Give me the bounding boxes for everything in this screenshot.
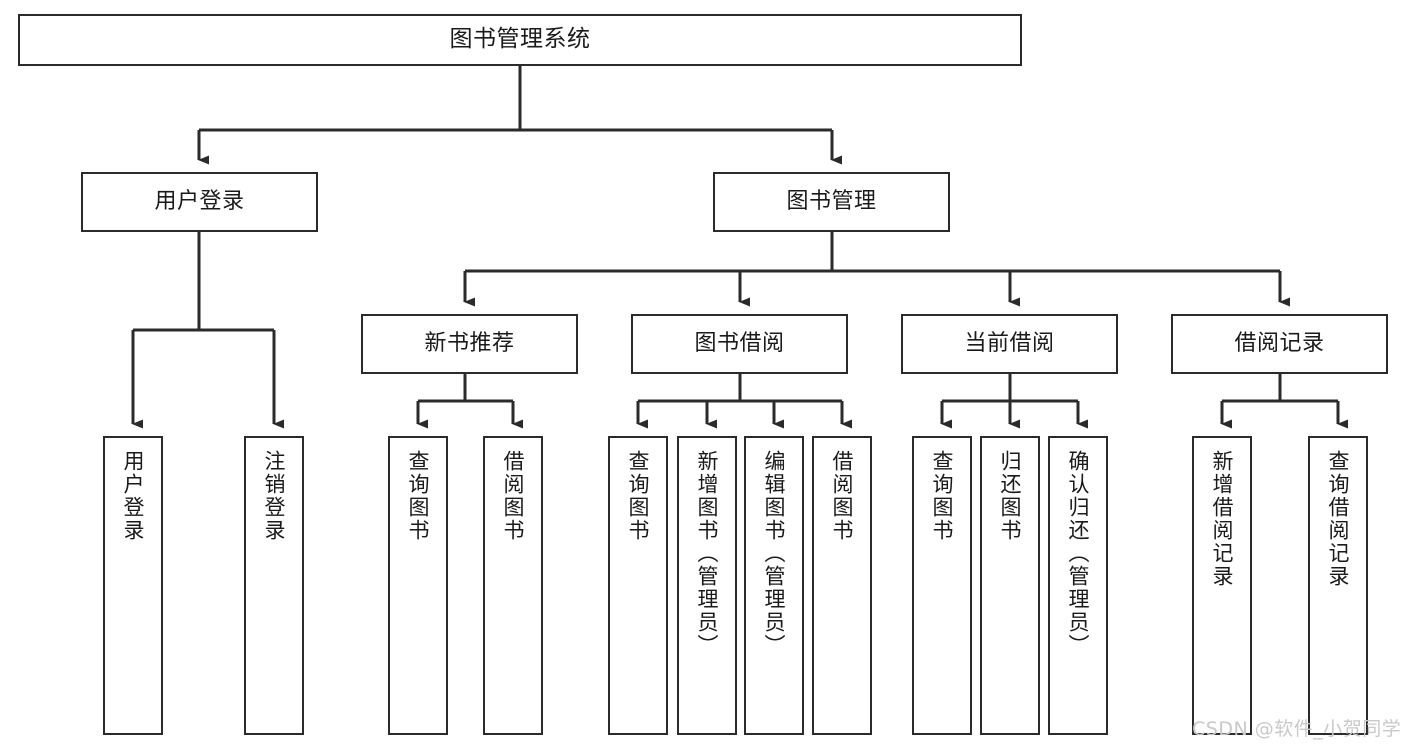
node-user-login[interactable]: 用户登录 [81, 172, 318, 232]
node-label: 归还图书 [998, 450, 1023, 542]
leaf-borrow-borrow-book[interactable]: 借阅图书 [812, 436, 872, 735]
leaf-current-confirm-return-admin[interactable]: 确认归还（管理员） [1048, 436, 1108, 735]
leaf-borrow-query-book[interactable]: 查询图书 [608, 436, 668, 735]
node-current-borrow[interactable]: 当前借阅 [901, 314, 1118, 374]
node-label: 新增图书（管理员） [695, 450, 720, 657]
leaf-current-return-book[interactable]: 归还图书 [980, 436, 1040, 735]
node-label: 查询图书 [626, 450, 651, 542]
node-label: 注销登录 [262, 450, 287, 542]
leaf-borrow-edit-book-admin[interactable]: 编辑图书（管理员） [744, 436, 804, 735]
csdn-watermark: CSDN @软件_小贺同学 [1192, 718, 1402, 740]
node-label: 确认归还（管理员） [1066, 450, 1091, 657]
node-root-system[interactable]: 图书管理系统 [18, 14, 1022, 66]
node-label: 用户登录 [121, 450, 146, 542]
node-label: 查询借阅记录 [1326, 450, 1351, 588]
leaf-user-logout[interactable]: 注销登录 [244, 436, 304, 735]
node-label: 图书管理系统 [449, 26, 591, 53]
leaf-records-add-record[interactable]: 新增借阅记录 [1192, 436, 1252, 735]
node-label: 借阅记录 [1234, 331, 1325, 357]
node-borrow-records[interactable]: 借阅记录 [1171, 314, 1388, 374]
node-label: 编辑图书（管理员） [762, 450, 787, 657]
node-label: 图书借阅 [694, 331, 785, 357]
node-label: 图书管理 [786, 189, 877, 215]
node-book-management[interactable]: 图书管理 [713, 172, 950, 232]
node-label: 新增借阅记录 [1210, 450, 1235, 588]
node-label: 查询图书 [930, 450, 955, 542]
leaf-records-query-record[interactable]: 查询借阅记录 [1308, 436, 1368, 735]
node-new-book-recommend[interactable]: 新书推荐 [361, 314, 578, 374]
node-label: 借阅图书 [830, 450, 855, 542]
node-label: 查询图书 [406, 450, 431, 542]
node-label: 当前借阅 [964, 331, 1055, 357]
node-label: 借阅图书 [501, 450, 526, 542]
leaf-recommend-borrow-book[interactable]: 借阅图书 [483, 436, 543, 735]
leaf-user-login[interactable]: 用户登录 [103, 436, 163, 735]
node-label: 新书推荐 [424, 331, 515, 357]
leaf-current-query-book[interactable]: 查询图书 [912, 436, 972, 735]
leaf-recommend-query-book[interactable]: 查询图书 [388, 436, 448, 735]
node-book-borrow[interactable]: 图书借阅 [631, 314, 848, 374]
leaf-borrow-add-book-admin[interactable]: 新增图书（管理员） [677, 436, 737, 735]
node-label: 用户登录 [154, 189, 245, 215]
